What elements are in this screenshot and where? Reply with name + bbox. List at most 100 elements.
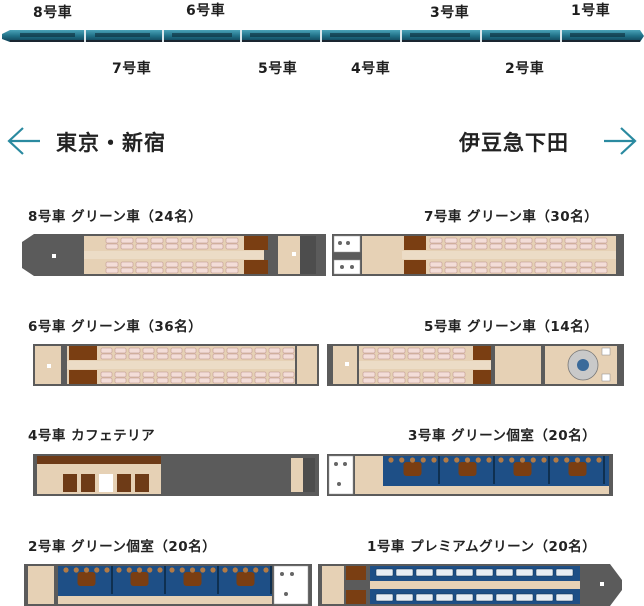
seat-icon	[268, 347, 281, 354]
private-room-seat-icon	[157, 567, 163, 573]
seat-icon	[534, 237, 548, 244]
seat-icon	[519, 267, 533, 274]
seat-icon	[549, 267, 563, 274]
private-room-seat-icon	[553, 457, 559, 463]
private-room-table-icon	[130, 572, 149, 586]
seat-icon	[429, 237, 443, 244]
seat-icon	[282, 347, 295, 354]
private-room-seat-icon	[443, 457, 449, 463]
car2-title: 2号車 グリーン個室（20名）	[28, 539, 217, 555]
seat-icon	[422, 347, 436, 354]
seat-icon	[375, 568, 394, 577]
seat-icon	[180, 237, 194, 244]
seat-icon	[135, 243, 149, 250]
seat-icon	[225, 261, 239, 268]
car8-title: 8号車 グリーン車（24名）	[28, 209, 203, 225]
private-room-seat-icon	[179, 567, 185, 573]
private-room-seat-icon	[94, 567, 100, 573]
private-room-seat-icon	[253, 567, 259, 573]
seat-icon	[142, 347, 155, 354]
seat-icon	[114, 377, 127, 384]
seat-icon	[459, 237, 473, 244]
seat-icon	[114, 347, 127, 354]
private-room-seat-icon	[596, 457, 602, 463]
seat-icon	[268, 353, 281, 360]
seat-icon	[210, 267, 224, 274]
seat-icon	[128, 353, 141, 360]
car8-seat-grid-bottom	[105, 261, 239, 274]
seat-icon	[198, 377, 211, 384]
room-divider	[493, 456, 495, 484]
seat-icon	[282, 377, 295, 384]
seat-icon	[105, 267, 119, 274]
private-room-table-icon	[183, 572, 202, 586]
car3-title: 3号車 グリーン個室（20名）	[408, 428, 597, 444]
seat-icon	[254, 377, 267, 384]
seat-icon	[549, 243, 563, 250]
seat-icon	[240, 371, 253, 378]
private-room-seat-icon	[388, 457, 394, 463]
seat-icon	[495, 568, 514, 577]
room-divider	[111, 566, 113, 594]
private-room-seat-icon	[136, 567, 143, 573]
room-divider	[217, 566, 219, 594]
seat-icon	[225, 267, 239, 274]
seat-icon	[395, 568, 414, 577]
seat-icon	[534, 267, 548, 274]
car2-floor-plan	[24, 564, 312, 606]
seat-icon	[422, 371, 436, 378]
seat-icon	[594, 267, 608, 274]
car1-floor-plan	[318, 564, 622, 606]
seat-icon	[150, 243, 164, 250]
direction-tokyo-shinjuku: 東京・新宿	[56, 131, 166, 155]
seat-icon	[225, 237, 239, 244]
private-room-table-icon	[568, 462, 587, 476]
private-room-seat-icon	[104, 567, 110, 573]
seat-icon	[150, 267, 164, 274]
seat-icon	[282, 353, 295, 360]
seat-icon	[377, 377, 391, 384]
seat-icon	[444, 261, 458, 268]
seat-icon	[519, 243, 533, 250]
private-room-seat-icon	[431, 457, 437, 463]
seat-icon	[549, 261, 563, 268]
private-room-seat-icon	[409, 457, 416, 463]
car6-seat-grid-top	[100, 347, 295, 360]
seat-icon	[459, 243, 473, 250]
private-room-seat-icon	[509, 457, 515, 463]
seat-icon	[165, 261, 179, 268]
seat-icon	[555, 568, 574, 577]
seat-icon	[195, 237, 209, 244]
private-room-seat-icon	[498, 457, 504, 463]
car4-title: 4号車 カフェテリア	[28, 428, 156, 444]
train-label-car2: 2号車	[505, 61, 545, 77]
seat-icon	[504, 267, 518, 274]
room-divider	[603, 456, 605, 484]
seat-icon	[504, 237, 518, 244]
seat-icon	[105, 243, 119, 250]
seat-icon	[437, 347, 451, 354]
car6-floor-plan	[33, 344, 319, 386]
train-label-car6: 6号車	[186, 3, 226, 19]
seat-icon	[165, 237, 179, 244]
seat-icon	[377, 371, 391, 378]
seat-icon	[105, 261, 119, 268]
seat-icon	[474, 243, 488, 250]
car3-room-grid	[388, 456, 605, 484]
seat-icon	[170, 353, 183, 360]
seat-icon	[184, 353, 197, 360]
seat-icon	[225, 243, 239, 250]
private-room-seat-icon	[73, 567, 79, 573]
seat-icon	[212, 347, 225, 354]
seat-icon	[165, 267, 179, 274]
seat-icon	[254, 347, 267, 354]
private-room-seat-icon	[232, 567, 238, 573]
train-label-car5: 5号車	[258, 61, 298, 77]
seat-icon	[165, 243, 179, 250]
private-room-table-icon	[77, 572, 96, 586]
seat-icon	[519, 237, 533, 244]
private-room-seat-icon	[564, 457, 570, 463]
seat-icon	[198, 371, 211, 378]
seat-icon	[392, 377, 406, 384]
seat-icon	[392, 371, 406, 378]
